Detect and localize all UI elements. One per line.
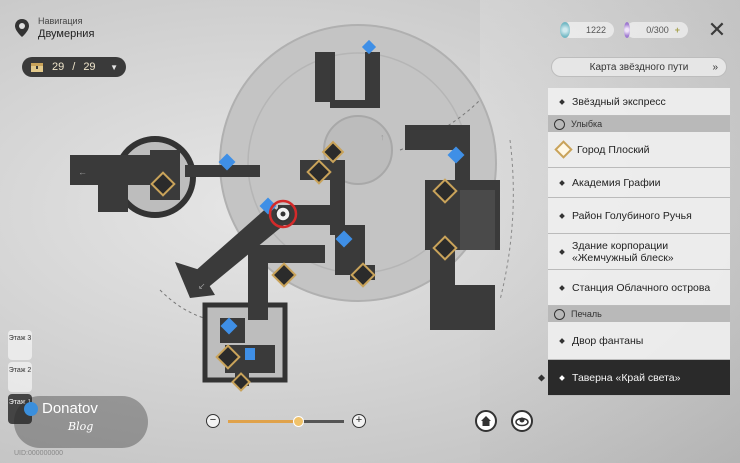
trailblaze-power-value: 0/300 [646, 25, 669, 35]
quest-marker-icon [432, 178, 458, 204]
floor-button[interactable]: Этаж 3 [8, 330, 32, 360]
stellar-jade-counter: 1222 [560, 22, 614, 38]
bullet-icon [559, 337, 565, 344]
section-face-icon [554, 308, 565, 320]
location-item[interactable]: Станция Облачного острова [548, 270, 730, 306]
trailblaze-power-icon [624, 22, 631, 38]
section-header: Печаль [548, 306, 730, 322]
player-location-icon [268, 199, 298, 229]
quest-marker-icon [231, 372, 251, 392]
quest-marker-icon [215, 344, 241, 370]
south-building [202, 245, 325, 386]
section-label: Печаль [571, 309, 602, 319]
bullet-icon [559, 212, 565, 219]
zoom-in-button[interactable]: + [352, 414, 366, 428]
stellar-jade-icon [560, 22, 570, 38]
location-label: Район Голубиного Ручья [572, 209, 692, 222]
space-anchor-icon [218, 153, 236, 171]
quest-marker-icon [306, 159, 332, 185]
current-world: Двумерния [38, 28, 95, 40]
watermark-name: Donatov [42, 400, 98, 417]
route-dashed-east [499, 139, 514, 301]
location-item[interactable]: Звёздный экспресс [548, 88, 730, 116]
west-wing [70, 136, 260, 218]
space-anchor-icon [245, 348, 255, 360]
location-label: Звёздный экспресс [572, 95, 666, 108]
exit-arrow-icon: ↙ [198, 281, 206, 291]
chest-counter-dropdown[interactable]: 29 / 29 ▼ [22, 57, 126, 77]
star-rail-map-button[interactable]: Карта звёздного пути » [551, 57, 727, 77]
location-item[interactable]: Здание корпорации «Жемчужный блеск» [548, 234, 730, 270]
quest-marker-icon [432, 235, 458, 261]
space-anchor-icon [335, 230, 353, 248]
section-header: Улыбка [548, 116, 730, 132]
sw-end-room [175, 262, 215, 298]
quest-marker-icon [150, 171, 176, 197]
space-anchor-icon [220, 317, 238, 335]
map-pin-icon [15, 19, 29, 37]
trailblaze-power-counter[interactable]: 0/300 + [624, 22, 688, 38]
bullet-icon [559, 179, 565, 186]
sw-diagonal-corridor [185, 205, 290, 290]
navigation-title: Навигация [38, 16, 83, 26]
exit-arrow-icon: ↑ [380, 132, 385, 142]
zoom-control: − + [206, 413, 366, 429]
location-label: Академия Графии [572, 176, 661, 189]
location-item[interactable]: Район Голубиного Ручья [548, 198, 730, 234]
zoom-knob[interactable] [292, 415, 304, 427]
chests-collected: 29 [52, 61, 65, 73]
astral-express-icon [515, 417, 529, 427]
quest-markers[interactable] [150, 140, 458, 392]
section-label: Улыбка [571, 119, 603, 129]
section-face-icon [554, 118, 565, 130]
location-item[interactable]: Город Плоский [548, 132, 730, 168]
space-anchor-icons[interactable] [218, 39, 465, 360]
navigation-block: Навигация Двумерния [14, 16, 94, 40]
zoom-slider[interactable] [228, 415, 344, 427]
dropdown-caret-icon: ▼ [110, 62, 118, 72]
location-item[interactable]: Таверна «Край света» [537, 360, 730, 396]
close-button[interactable]: ✕ [707, 17, 727, 42]
bullet-icon [559, 248, 565, 255]
location-item[interactable]: Двор фантаны [548, 322, 730, 360]
location-label: Здание корпорации «Жемчужный блеск» [572, 239, 674, 264]
watermark-sub: Blog [68, 420, 94, 433]
space-anchor-icon [447, 146, 465, 164]
space-anchor-icon [361, 39, 377, 55]
north-corridor [315, 52, 380, 108]
double-chevron-icon: » [712, 61, 718, 73]
chests-total: 29 [83, 61, 96, 73]
map-canvas[interactable]: ← ↙ ↑ [0, 0, 545, 400]
zoom-out-button[interactable]: − [206, 414, 220, 428]
current-location-icon [554, 140, 573, 159]
quest-marker-icon [271, 262, 297, 288]
panel-header-label: Карта звёздного пути [589, 61, 689, 73]
location-item[interactable]: Академия Графии [548, 168, 730, 198]
zoom-fill [228, 419, 298, 423]
bullet-icon [559, 284, 565, 291]
exit-arrow-icon: ← [78, 167, 87, 177]
quest-marker-icon [321, 140, 345, 164]
stellar-jade-value: 1222 [585, 25, 606, 35]
home-button[interactable] [475, 410, 497, 432]
location-label: Город Плоский [577, 143, 650, 156]
location-label: Станция Облачного острова [572, 281, 711, 294]
bullet-icon [559, 98, 565, 105]
bullet-icon [559, 374, 565, 381]
space-anchor-icon [259, 197, 277, 215]
floor-button[interactable]: Этаж 2 [8, 362, 32, 392]
location-label: Двор фантаны [572, 334, 644, 347]
player-uid: UID:000000000 [14, 450, 64, 457]
train-button[interactable] [511, 410, 533, 432]
home-icon [481, 416, 491, 426]
add-power-icon[interactable]: + [674, 25, 680, 35]
treasure-chest-icon [31, 62, 43, 72]
chests-separator: / [72, 61, 76, 73]
location-label: Таверна «Край света» [572, 371, 681, 384]
quest-marker-icon [350, 262, 376, 288]
watermark-logo-icon [24, 402, 38, 416]
